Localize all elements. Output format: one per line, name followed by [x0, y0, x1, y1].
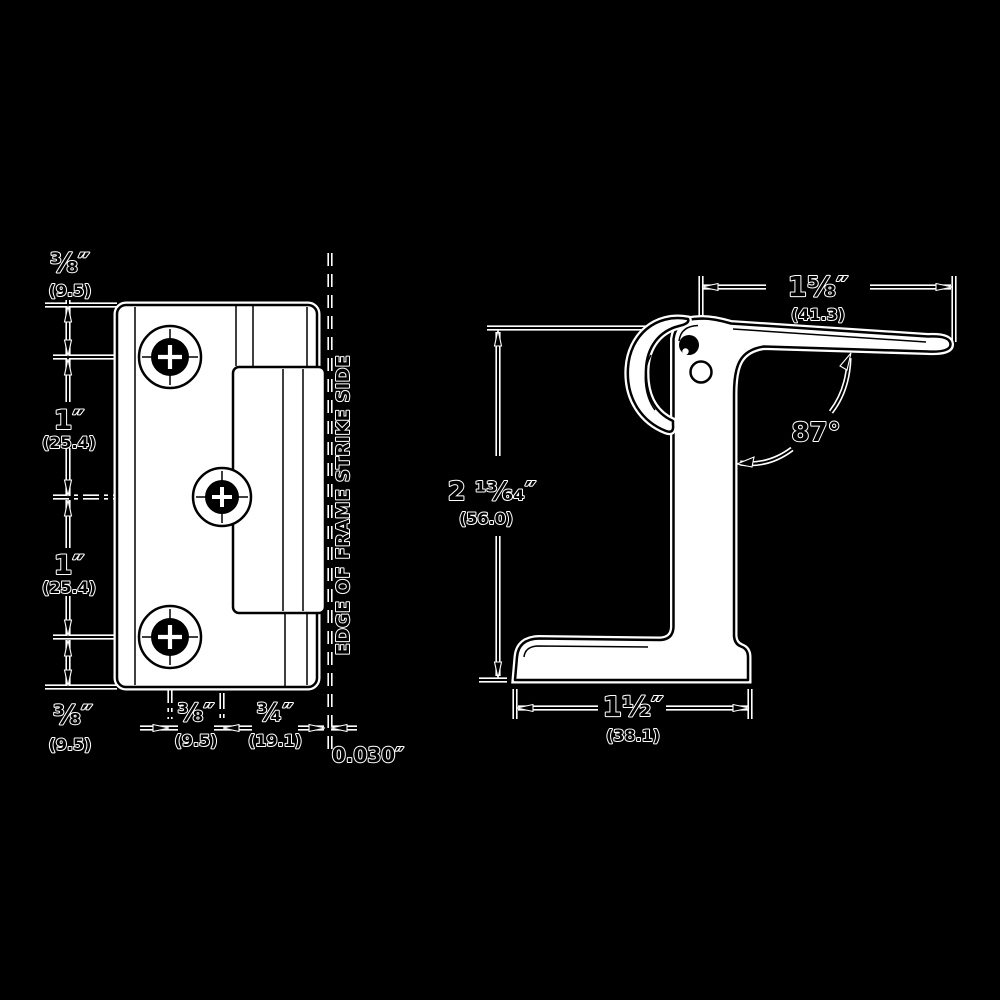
screw-hole-top: [137, 324, 203, 390]
dim-hole-to-center-in: ⅜″: [177, 698, 214, 727]
pivot-pin-highlight: [682, 348, 689, 355]
dim-base-width-mm: (38.1): [606, 726, 660, 745]
dim-lower-spacing-in: 1″: [54, 550, 85, 581]
dim-bottom-offset-mm: (9.5): [49, 735, 92, 754]
dim-hole-to-center-mm: (9.5): [175, 731, 218, 750]
side-profile: [513, 317, 952, 682]
dimension-arrowheads: [63, 282, 953, 733]
dim-top-offset-mm: (9.5): [49, 281, 92, 300]
screw-hole-middle: [191, 466, 253, 528]
dim-lever-length-mm: (41.3): [791, 305, 845, 324]
dim-top-offset-in: ⅜″: [50, 248, 90, 279]
pivot-pin: [679, 335, 699, 355]
side-profile-contour-lines: [523, 324, 927, 658]
dim-center-to-edge-in: ¾″: [256, 698, 293, 727]
dim-lower-spacing-mm: (25.4): [42, 578, 96, 597]
dim-bottom-offset-in: ⅜″: [53, 700, 93, 731]
dim-center-to-edge-mm: (19.1): [248, 731, 302, 750]
dim-base-width-in: 1½″: [603, 690, 664, 723]
keeper-curl: [626, 316, 690, 433]
profile-hole: [689, 360, 713, 384]
dim-lever-length-in: 1⅝″: [788, 270, 849, 303]
front-view: [113, 301, 327, 691]
dim-height-in: 2 ¹³⁄₆₄″: [448, 477, 537, 507]
dim-height-mm: (56.0): [459, 509, 513, 528]
dim-frame-gap: 0.030″: [332, 743, 404, 767]
dim-upper-spacing-in: 1″: [54, 405, 85, 436]
dimension-labels: ⅜″ (9.5) 1″ (25.4) 1″ (25.4) ⅜″ (9.5) ⅜″…: [41, 247, 850, 768]
side-view: [511, 314, 954, 684]
keeper-box-bend-lines: [282, 369, 304, 611]
screw-hole-bottom: [137, 604, 203, 670]
dim-angle: 87°: [791, 418, 840, 448]
edge-of-frame-label: EDGE OF FRAME STRIKE SIDE: [334, 355, 354, 655]
dim-upper-spacing-mm: (25.4): [42, 433, 96, 452]
